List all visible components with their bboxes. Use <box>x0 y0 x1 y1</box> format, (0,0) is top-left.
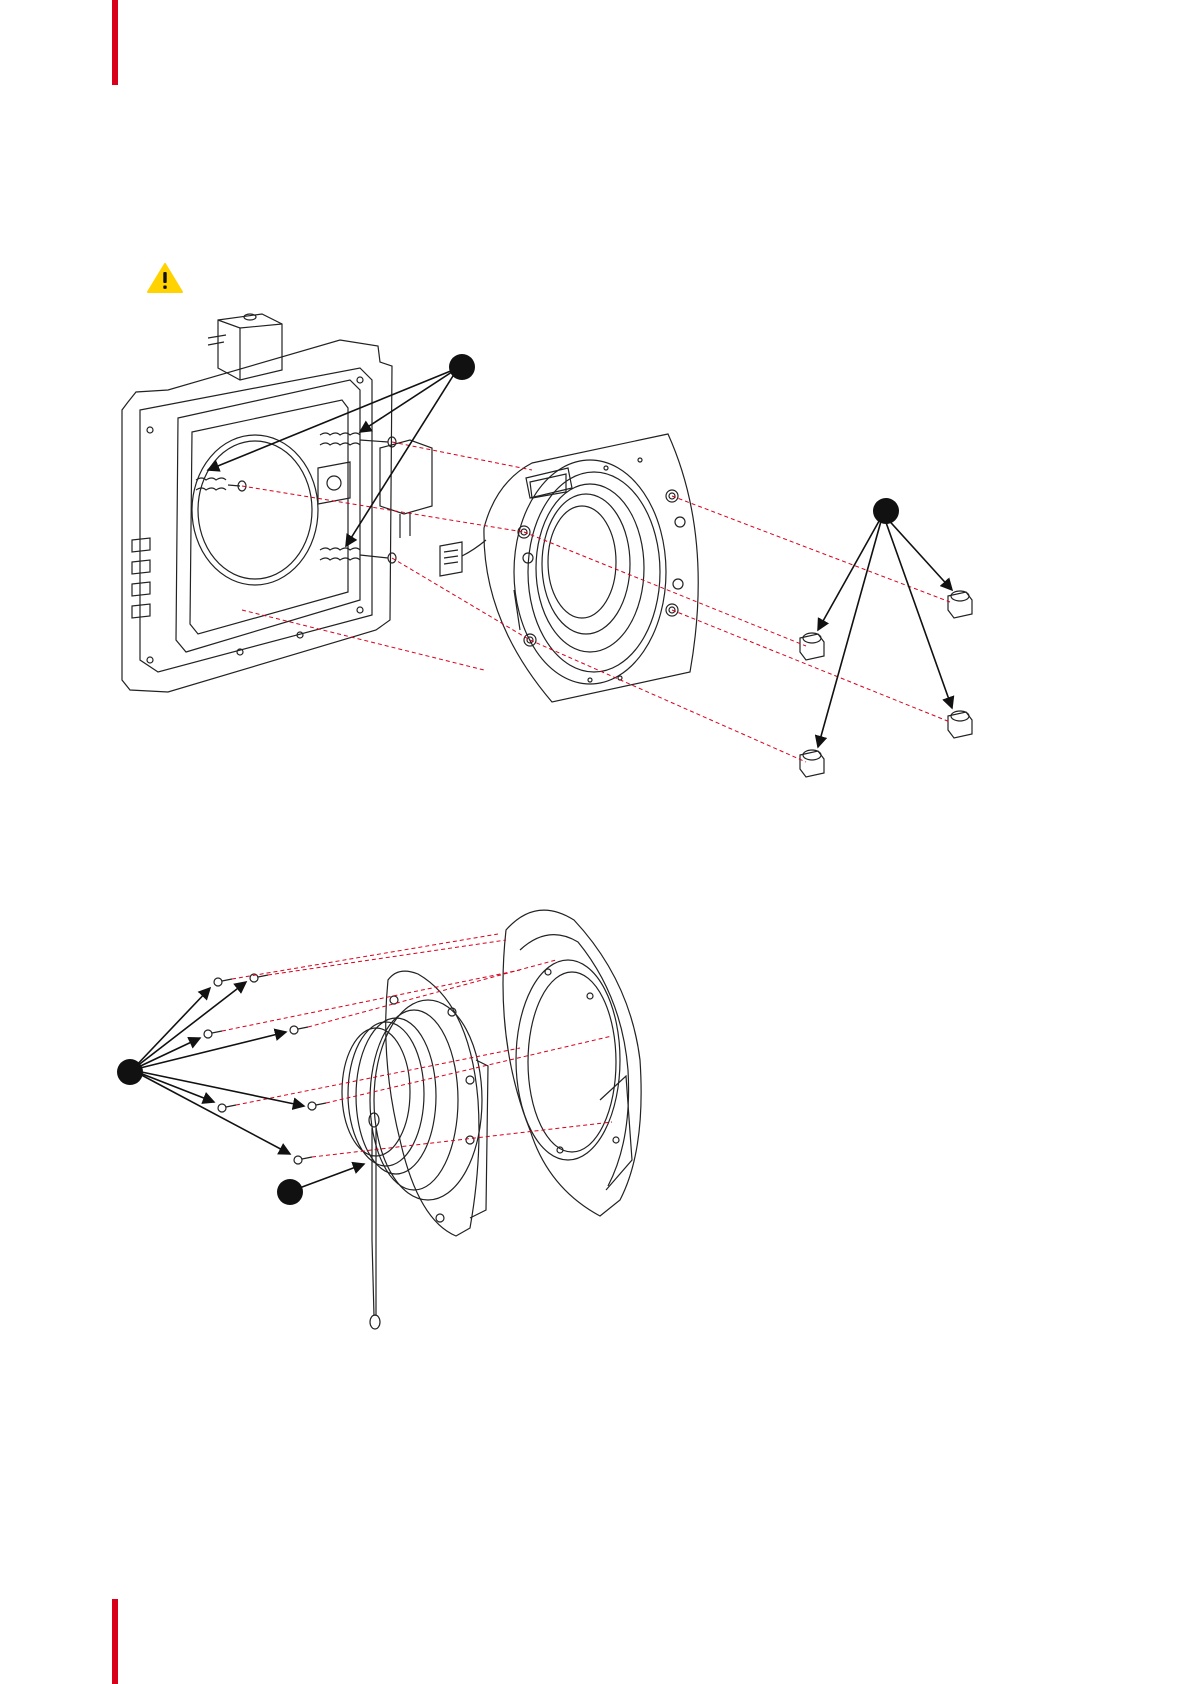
lens-mount-plate-drawing <box>484 434 698 702</box>
page-accent-bar-top <box>112 0 118 85</box>
hex-nut-drawing <box>948 711 972 738</box>
mount-flange-drawing <box>342 971 488 1236</box>
screw-drawing <box>290 1026 308 1034</box>
hex-nut-drawing <box>800 750 824 777</box>
ground-strap-drawing <box>369 1113 380 1329</box>
screw-drawing <box>204 1030 222 1038</box>
frame-assembly-drawing <box>122 314 432 692</box>
screw-drawing <box>218 1104 236 1112</box>
callout-screws <box>117 1059 143 1085</box>
figure-lens-cover-exploded <box>0 900 1191 1440</box>
warning-triangle-icon <box>146 262 184 294</box>
screw-drawing <box>308 1102 326 1110</box>
figure-lens-holder-exploded <box>0 300 1191 800</box>
callout-ground-strap <box>277 1179 303 1205</box>
screw-drawing <box>214 978 232 986</box>
connector-plug-drawing <box>440 540 486 576</box>
page-accent-bar-bottom <box>112 1599 118 1684</box>
screw-drawing <box>294 1156 312 1164</box>
rear-cover-drawing <box>503 910 641 1216</box>
hex-nut-drawing <box>948 591 972 618</box>
hex-nut-drawing <box>800 633 824 660</box>
callout-bolts <box>449 354 475 380</box>
callout-nuts <box>873 498 899 524</box>
